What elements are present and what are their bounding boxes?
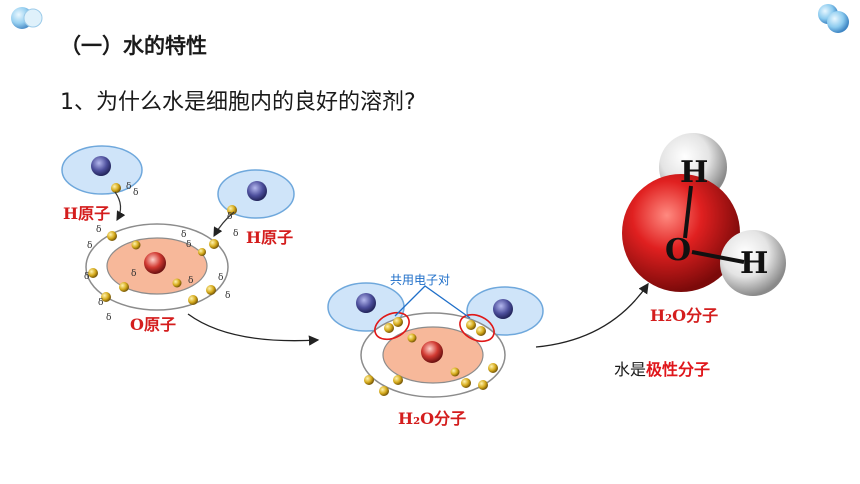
svg-text:δ: δ [181,230,186,240]
h-atom-label-2: H原子 [246,228,294,247]
svg-text:δ: δ [106,313,111,323]
svg-text:δ: δ [218,273,223,283]
h-atom-label-1: H原子 [63,204,111,223]
caption-highlight: 极性分子 [646,360,711,379]
shared-pair-pointer [394,285,471,319]
polarity-caption: 水是极性分子 [614,356,710,380]
model-o-letter: O [665,233,691,268]
h1-bond-arrow [114,191,126,222]
decor-bubbles-right [818,4,849,33]
arrow-to-model [535,282,649,348]
svg-text:δ: δ [188,276,193,286]
svg-text:δ: δ [126,182,131,192]
svg-text:δ: δ [133,188,138,198]
o-atom-label: O原子 [130,315,176,334]
h2o-model-label: H₂O分子 [650,306,719,325]
h-atom-1-diagram [61,145,143,195]
svg-text:δ: δ [186,240,191,250]
delta-symbols: δ δ δ δ δ δ δ δ δ δ δ δ δ δ δ [84,182,238,323]
o-atom-diagram [85,223,229,311]
svg-text:δ: δ [233,229,238,239]
h2-bond-arrow [213,211,235,238]
question-text: 1、为什么水是细胞内的良好的溶剂? [60,90,416,115]
h-atom-2-diagram [217,169,295,219]
arrow-to-molecule [187,313,320,346]
section-heading: （一）水的特性 [60,34,207,58]
svg-text:δ: δ [225,291,230,301]
svg-text:δ: δ [87,241,92,251]
svg-text:δ: δ [96,225,101,235]
h2o-molecule-label: H₂O分子 [398,409,467,428]
decor-bubbles-left [11,7,43,29]
svg-text:δ: δ [98,298,103,308]
caption-prefix: 水是 [614,360,647,379]
h2o-electron-diagram [327,282,544,398]
svg-text:δ: δ [131,269,136,279]
model-h-right-letter: H [740,246,768,281]
water-space-filling-model: H O H [622,133,786,296]
shared-pair-label: 共用电子对 [390,273,451,287]
model-h-top-letter: H [680,155,708,190]
svg-text:δ: δ [84,272,89,282]
svg-text:δ: δ [227,212,232,222]
